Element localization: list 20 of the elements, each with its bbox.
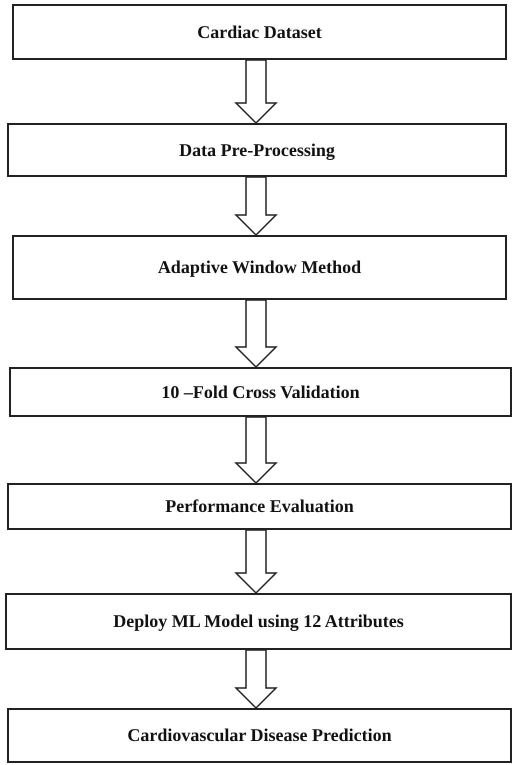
- block-arrow: [234, 59, 278, 124]
- process-box: [7, 708, 512, 763]
- box-label: Performance Evaluation: [165, 495, 354, 518]
- box-label: Cardiac Dataset: [197, 20, 322, 44]
- block-arrow: [234, 299, 278, 368]
- block-arrow: [234, 416, 278, 484]
- box-label: Cardiovascular Disease Prediction: [127, 724, 392, 747]
- process-box: [12, 235, 507, 300]
- process-box: [7, 123, 507, 177]
- block-arrow: [234, 649, 278, 710]
- block-arrow: [234, 176, 278, 236]
- process-box: [12, 4, 507, 60]
- box-label: 10 –Fold Cross Validation: [161, 380, 360, 404]
- box-label: Data Pre-Processing: [179, 138, 335, 162]
- box-label: Adaptive Window Method: [158, 256, 362, 279]
- box-label: Deploy ML Model using 12 Attributes: [113, 610, 404, 633]
- process-box: [5, 593, 512, 650]
- block-arrow: [234, 529, 278, 594]
- process-box: [9, 367, 512, 417]
- process-box: [7, 483, 512, 530]
